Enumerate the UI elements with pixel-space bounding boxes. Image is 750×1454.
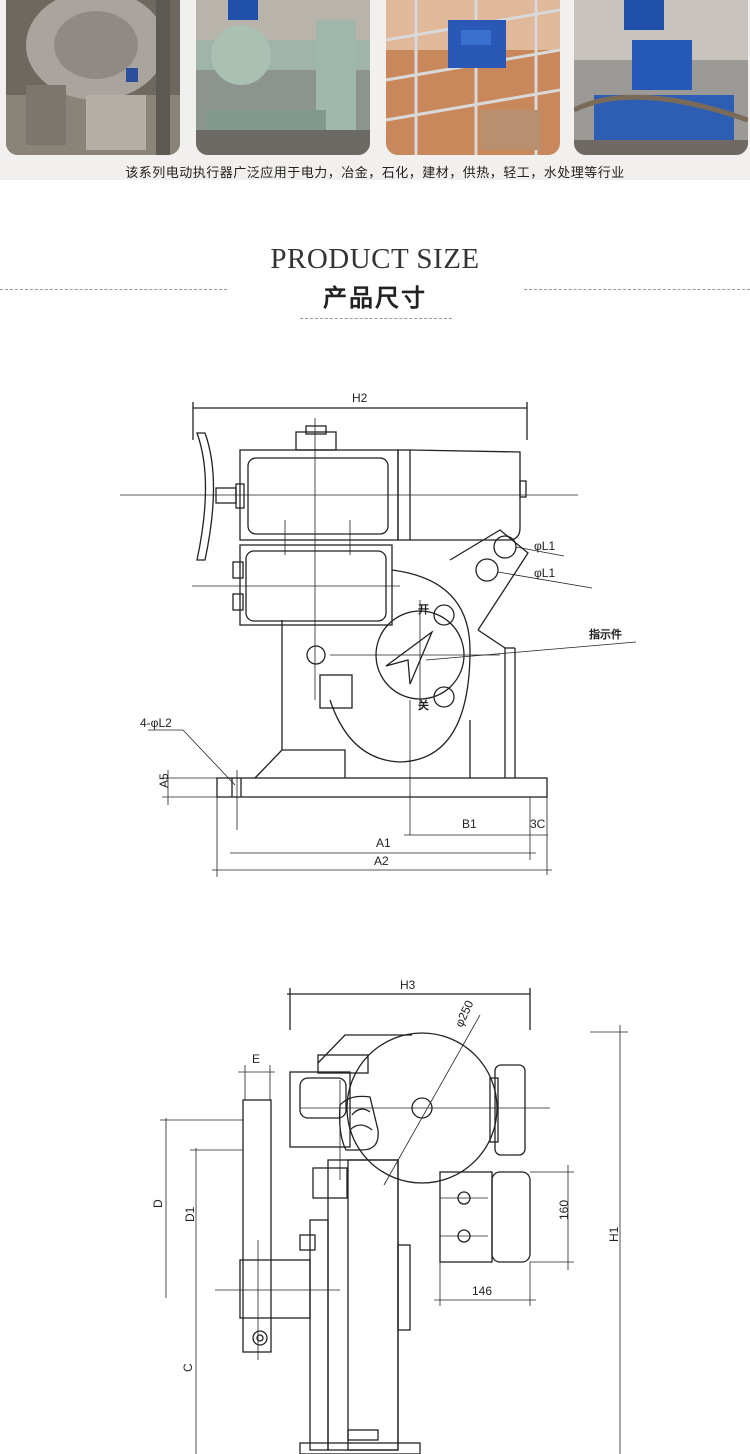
dim-l2-label: 4-φL2 [140, 716, 172, 730]
photo-pipe-installation [196, 0, 370, 155]
dim-146-label: 146 [472, 1284, 492, 1298]
open-label: 开 [418, 603, 429, 616]
photo-cage-installation [386, 0, 560, 155]
indicator-label: 指示件 [589, 627, 622, 641]
dim-d-label: D [151, 1199, 165, 1208]
title-divider-right [524, 289, 750, 290]
section-title-en: PRODUCT SIZE [270, 243, 480, 275]
title-divider-left [0, 289, 227, 290]
dim-h1-label: H1 [607, 1226, 621, 1242]
close-label: 关 [418, 698, 429, 712]
dim-h2-label: H2 [352, 391, 368, 405]
dim-d1-label: D1 [183, 1206, 197, 1222]
dim-l1-bottom-label: φL1 [534, 566, 555, 580]
dim-h3-label: H3 [400, 978, 416, 992]
title-underline [300, 318, 452, 319]
dim-c-label: C [181, 1363, 195, 1372]
dim-e-label: E [252, 1052, 260, 1066]
application-caption: 该系列电动执行器广泛应用于电力，冶金，石化，建材，供热，轻工，水处理等行业 [125, 166, 625, 181]
dim-3c-label: 3C [530, 817, 546, 831]
dim-160-label: 160 [557, 1200, 571, 1220]
photo-valve-installation [574, 0, 748, 155]
dim-l1-top-label: φL1 [534, 539, 555, 553]
dim-phi250-label: φ250 [452, 998, 477, 1029]
dim-a1-label: A1 [376, 836, 391, 850]
dim-a5-label: A5 [157, 773, 171, 788]
application-photo-strip [0, 0, 750, 180]
photo-fan-installation [6, 0, 180, 155]
dim-b1-label: B1 [462, 817, 477, 831]
dim-a2-label: A2 [374, 854, 389, 868]
side-view-drawing: H3 φ250 E D D1 C H1 160 146 [151, 978, 628, 1454]
section-title-cn: 产品尺寸 [323, 283, 427, 312]
front-view-drawing: H2 φL1 φL1 指示件 开 关 4-φL2 A5 B1 3C A1 A2 [120, 391, 637, 877]
